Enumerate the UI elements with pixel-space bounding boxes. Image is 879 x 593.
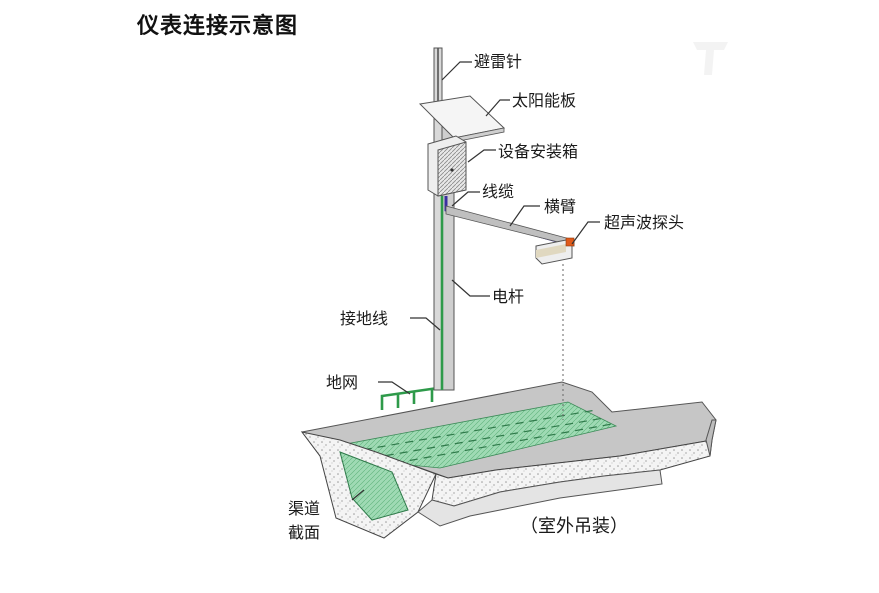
equipment-box	[427, 135, 467, 197]
channel-section-label-line1: 渠道	[288, 499, 320, 518]
leader-lines	[351, 61, 600, 501]
watermark	[693, 42, 728, 75]
ultrasonic-probe	[535, 237, 575, 265]
ultrasonic-probe-label: 超声波探头	[604, 213, 684, 232]
channel-section-label-line2: 截面	[288, 523, 320, 542]
lightning-rod-label: 避雷针	[474, 52, 522, 71]
solar-panel-label: 太阳能板	[512, 91, 576, 110]
ground-grid-label: 地网	[326, 373, 358, 392]
page-title: 仪表连接示意图	[137, 13, 299, 39]
solar-panel	[418, 95, 506, 143]
cable-label: 线缆	[482, 182, 514, 201]
ground-grid	[380, 386, 439, 410]
equipment-box-label: 设备安装箱	[498, 142, 578, 161]
installation-caption: （室外吊装）	[520, 516, 628, 537]
pole-label: 电杆	[492, 287, 524, 306]
ground-wire-label: 接地线	[340, 309, 388, 328]
cross-arm-label: 横臂	[544, 197, 576, 216]
channel	[300, 381, 717, 539]
